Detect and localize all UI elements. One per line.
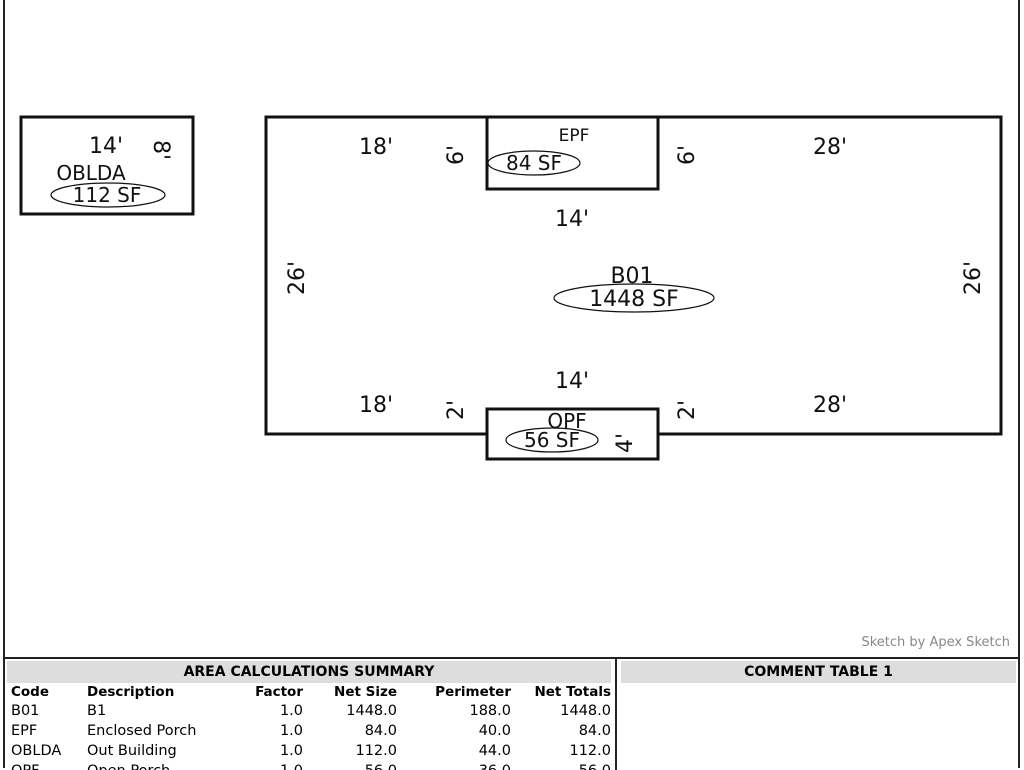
table-cell: 40.0 xyxy=(478,723,511,739)
table-cell: 1448.0 xyxy=(346,703,397,719)
area-table-title: AREA CALCULATIONS SUMMARY xyxy=(7,661,611,683)
dim-label: 8' xyxy=(148,140,173,160)
dim-label: 14' xyxy=(555,369,589,394)
dim-label: 6' xyxy=(444,145,469,165)
table-row: EPF Enclosed Porch 1.0 84.0 40.0 84.0 xyxy=(9,721,613,741)
area-size: 84 SF xyxy=(506,151,562,175)
table-cell: B1 xyxy=(87,703,107,719)
area-code: OBLDA xyxy=(56,161,126,185)
area-code: B01 xyxy=(610,264,653,289)
table-cell: Out Building xyxy=(87,743,177,759)
table-cell: Open Porch xyxy=(85,761,239,770)
area-ellipse xyxy=(487,150,581,176)
sketch-frame xyxy=(3,0,1020,768)
table-cell: B01 xyxy=(11,703,40,719)
summary-panel: AREA CALCULATIONS SUMMARY Code Descripti… xyxy=(3,657,1020,770)
dim-label: 2' xyxy=(444,400,469,420)
table-cell: 1448.0 xyxy=(560,703,611,719)
outbuilding-shape xyxy=(19,115,195,216)
table-cell: 1.0 xyxy=(279,723,303,739)
sketch-credit: Sketch by Apex Sketch xyxy=(861,635,1010,650)
dim-label: 4' xyxy=(613,433,638,453)
area-calculations-table: AREA CALCULATIONS SUMMARY Code Descripti… xyxy=(3,659,617,770)
table-row: B01 B1 1.0 1448.0 188.0 1448.0 xyxy=(9,701,613,721)
area-code: EPF xyxy=(559,126,590,146)
dim-label: 26' xyxy=(961,261,986,295)
table-cell: 84.0 xyxy=(364,723,397,739)
area-ellipse xyxy=(505,427,599,453)
table-cell: 1.0 xyxy=(279,703,303,719)
area-size: 112 SF xyxy=(73,183,142,207)
comment-table: COMMENT TABLE 1 xyxy=(617,659,1020,770)
column-header: Net Totals xyxy=(513,683,613,701)
table-cell: 36.0 xyxy=(399,761,513,770)
dim-label: 14' xyxy=(555,207,589,232)
table-header-row: Code Description Factor Net Size Perimet… xyxy=(9,683,613,701)
dim-label: 14' xyxy=(89,134,123,159)
table-cell: 56.0 xyxy=(513,761,613,770)
table-cell: 112.0 xyxy=(569,743,611,759)
floor-plan-sketch: 14' 8' OBLDA 112 SF 18' 28' 14' 14' 18' … xyxy=(19,115,1003,461)
table-cell: OPF xyxy=(9,761,85,770)
area-size: 56 SF xyxy=(524,428,580,452)
table-cell: 56.0 xyxy=(305,761,399,770)
area-ellipse xyxy=(553,283,715,313)
enclosed-porch-shape xyxy=(485,115,660,191)
table-cell: 112.0 xyxy=(355,743,397,759)
comment-table-title: COMMENT TABLE 1 xyxy=(621,661,1016,683)
table-cell: EPF xyxy=(11,723,38,739)
dim-label: 18' xyxy=(359,393,393,418)
column-header: Perimeter xyxy=(399,683,513,701)
table-cell: 1.0 xyxy=(279,743,303,759)
table-cell: Enclosed Porch xyxy=(87,723,197,739)
column-header: Code xyxy=(9,683,85,701)
column-header: Net Size xyxy=(305,683,399,701)
dim-label: 26' xyxy=(285,261,310,295)
table-cell: 1.0 xyxy=(239,761,305,770)
table-cell: 188.0 xyxy=(469,703,511,719)
column-header: Description xyxy=(85,683,239,701)
area-size: 1448 SF xyxy=(589,287,679,312)
dim-label: 6' xyxy=(675,145,700,165)
area-ellipse xyxy=(50,182,166,208)
area-code: OPF xyxy=(547,409,586,433)
dim-label: 28' xyxy=(813,393,847,418)
table-row: OBLDA Out Building 1.0 112.0 44.0 112.0 xyxy=(9,741,613,761)
table-cell: 44.0 xyxy=(478,743,511,759)
column-header: Factor xyxy=(239,683,305,701)
table-cell: OBLDA xyxy=(11,743,62,759)
table-cell: 84.0 xyxy=(578,723,611,739)
dim-label: 2' xyxy=(675,400,700,420)
dim-label: 28' xyxy=(813,135,847,160)
dim-label: 18' xyxy=(359,135,393,160)
